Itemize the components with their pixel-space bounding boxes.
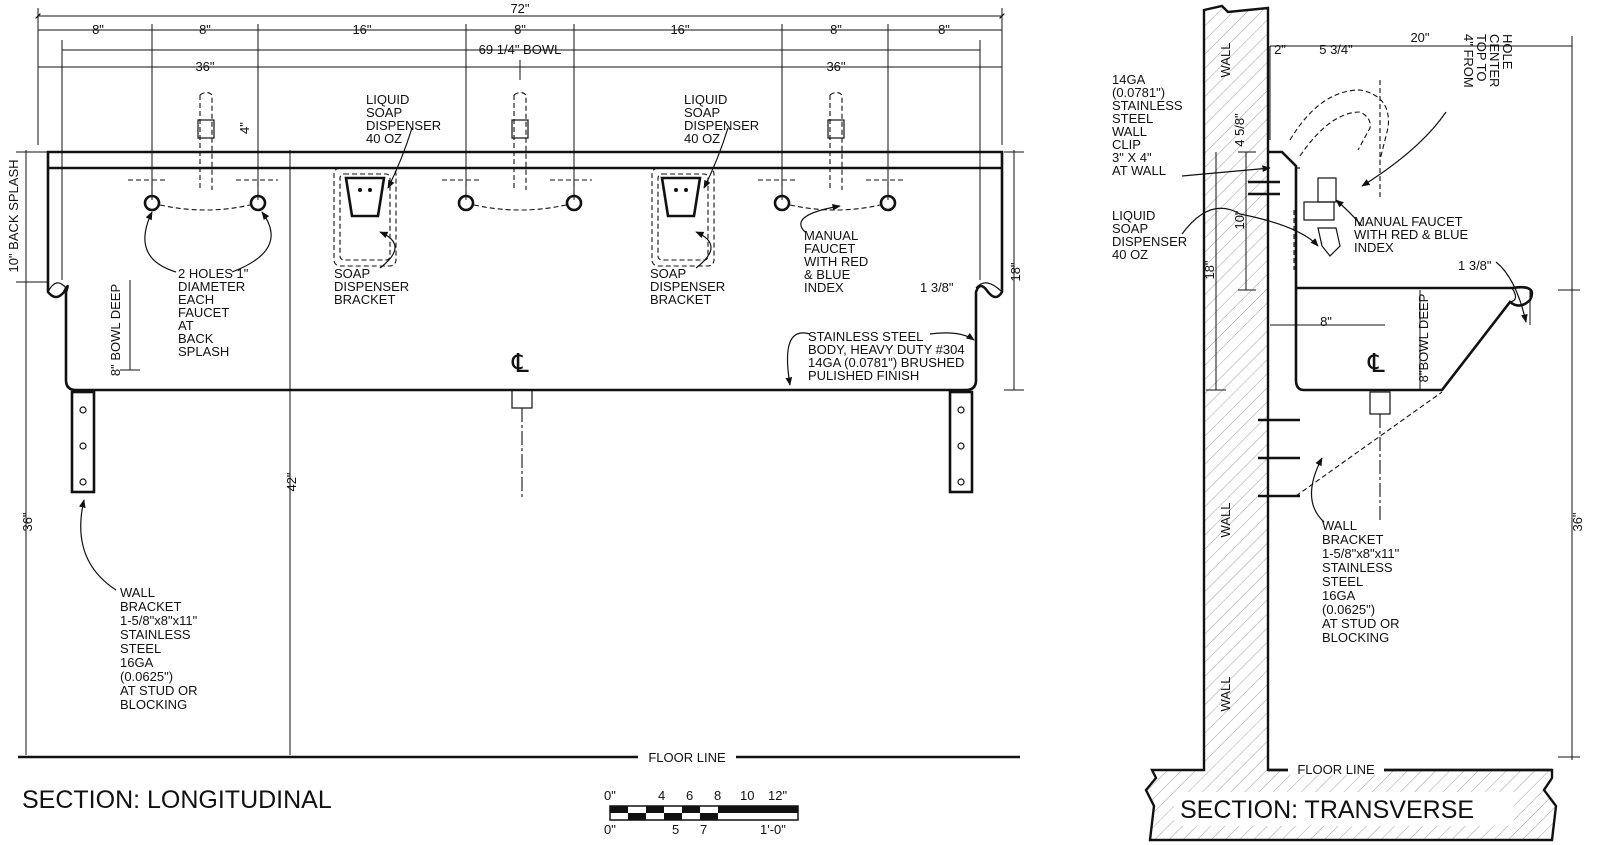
longitudinal-section: 72" 8" 8" 16" 8" 16" 8" 8" 69 1/4" BOWL … (6, 1, 1024, 814)
faucet-spout (1289, 89, 1389, 161)
note-faucet: MANUAL FAUCET WITH RED & BLUE INDEX (804, 228, 872, 295)
dim-seg-6: 8" (830, 22, 842, 37)
note-body: STAINLESS STEEL BODY, HEAVY DUTY #304 14… (808, 329, 968, 383)
dim-seg-2: 8" (199, 22, 211, 37)
dim-wall-gap: 2" (1274, 42, 1286, 57)
note-wall-bracket-t: WALL BRACKET 1-5/8"x8"x11" STAINLESS STE… (1322, 518, 1403, 645)
centerline-symbol-t: ℄ (1367, 348, 1385, 378)
dim-lip: 1 3/8" (920, 280, 954, 295)
wall-label-3: WALL (1218, 677, 1233, 712)
centerline-symbol: ℄ (511, 348, 529, 378)
dim-lip-t: 1 3/8" (1458, 258, 1492, 273)
faucet-set-3 (758, 91, 906, 212)
bracket-brace (1295, 391, 1443, 497)
dim-bowl-center: 8" (1320, 314, 1332, 329)
top-dimensions (35, 8, 1005, 280)
dim-splash-t: 10" (1232, 210, 1247, 229)
dim-half-right: 36" (826, 59, 845, 74)
note-bracket-1: SOAP DISPENSER BRACKET (334, 266, 413, 307)
soap-pump (1317, 227, 1341, 257)
dim-top-gap: 4" (237, 122, 252, 134)
scale-top-2: 6 (686, 788, 693, 803)
floor-line-label-long: FLOOR LINE (648, 750, 726, 765)
dim-bowl-deep: 8" BOWL DEEP (108, 284, 123, 376)
note-soap-t: LIQUID SOAP DISPENSER 40 OZ (1112, 208, 1191, 262)
svg-text:4" FROM: 4" FROM (1461, 34, 1476, 88)
dim-overall: 72" (510, 1, 529, 16)
note-top-to-center: 4" FROM TOP TO CENTER HOLE (1461, 34, 1515, 88)
dim-floor-splash: 42" (284, 472, 299, 491)
dim-rim-bottom: 18" (1008, 262, 1023, 281)
dim-faucet-offset: 5 3/4" (1319, 42, 1353, 57)
svg-text:HOLE: HOLE (1500, 34, 1515, 70)
dim-splash-top: 4 5/8" (1232, 113, 1247, 147)
scale-bottom-2: 7 (700, 822, 707, 837)
soap-dispenser-1 (333, 167, 397, 267)
title-transverse: SECTION: TRANSVERSE (1180, 796, 1474, 824)
note-bracket-2: SOAP DISPENSER BRACKET (650, 266, 729, 307)
scale-top-1: 4 (658, 788, 665, 803)
transverse-dims (1206, 36, 1580, 760)
note-faucet-t: MANUAL FAUCET WITH RED & BLUE INDEX (1354, 214, 1472, 255)
dim-seg-4: 8" (514, 22, 526, 37)
drain-transverse (1369, 391, 1391, 415)
note-soap-1: LIQUID SOAP DISPENSER 40 OZ (366, 92, 445, 146)
wall-label-2: WALL (1218, 503, 1233, 538)
dim-bowl: 69 1/4" BOWL (479, 42, 562, 57)
scale-top-3: 8 (714, 788, 721, 803)
faucet-set-2 (442, 91, 592, 212)
scale-bottom-0: 0" (604, 822, 616, 837)
faucet-valve (1317, 177, 1337, 203)
svg-text:CENTER: CENTER (1487, 34, 1502, 87)
dim-depth: 20" (1410, 30, 1429, 45)
wall-screws (1248, 180, 1300, 498)
dim-seg-7: 8" (938, 22, 950, 37)
dim-floor-rim: 36" (20, 512, 35, 531)
dim-half-left: 36" (195, 59, 214, 74)
scale-top-5: 12" (768, 788, 787, 803)
wall-label-1: WALL (1218, 43, 1233, 78)
note-clip: 14GA (0.0781") STAINLESS STEEL WALL CLIP… (1112, 72, 1186, 178)
wall-bracket-left (70, 390, 96, 494)
scale-top-4: 10 (740, 788, 754, 803)
dim-height-t: 36" (1570, 512, 1585, 531)
dim-seg-3: 16" (352, 22, 371, 37)
note-holes: 2 HOLES 1" DIAMETER EACH FAUCET AT BACK … (178, 266, 252, 359)
scale-top-0: 0" (604, 788, 616, 803)
side-dimensions (16, 150, 1024, 755)
note-soap-2: LIQUID SOAP DISPENSER 40 OZ (684, 92, 763, 146)
scale-bottom-3: 1'-0" (760, 822, 786, 837)
dim-bowl-deep-t: 8"BOWL DEEP (1416, 294, 1431, 383)
floor-line-label-trans: FLOOR LINE (1297, 762, 1375, 777)
dim-splash: 10" BACK SPLASH (6, 159, 21, 272)
title-longitudinal: SECTION: LONGITUDINAL (22, 786, 332, 814)
soap-dispenser-2 (651, 167, 715, 267)
faucet-set-1 (128, 91, 278, 212)
wall (1144, 4, 1558, 842)
dim-rim-t: 18" (1202, 260, 1217, 279)
dim-seg-1: 8" (92, 22, 104, 37)
note-wall-bracket: WALL BRACKET 1-5/8"x8"x11" STAINLESS STE… (120, 585, 201, 712)
scale-bar: 0" 4 6 8 10 12" 0" 5 7 1'-0" (604, 788, 799, 837)
svg-text:TOP TO: TOP TO (1474, 34, 1489, 81)
wall-bracket-right (948, 390, 974, 494)
drain (511, 389, 533, 409)
scale-bottom-1: 5 (672, 822, 679, 837)
faucet-body (1303, 201, 1335, 221)
sink-profile (1268, 150, 1534, 392)
dim-seg-5: 16" (670, 22, 689, 37)
